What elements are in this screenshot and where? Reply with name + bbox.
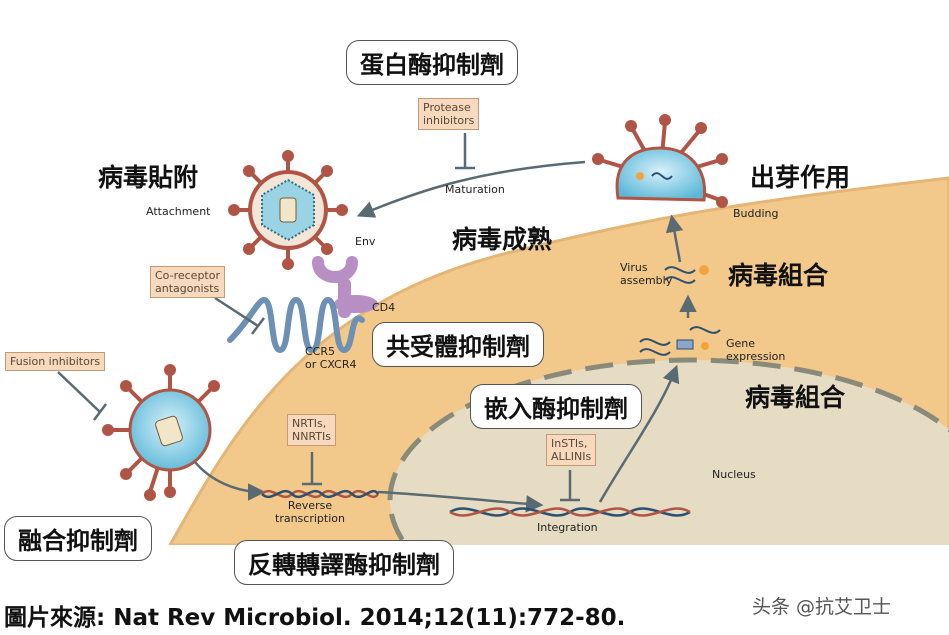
label-attachment: Attachment (146, 205, 211, 218)
virus-budding (592, 114, 728, 208)
virus-attachment (228, 150, 348, 270)
ccr5-coreceptor (227, 296, 365, 354)
callout-coreceptor-inhibitor: 共受體抑制劑 (372, 322, 544, 367)
drug-nrti-nnrti: NRTIs, NNRTIs (287, 414, 336, 447)
label-maturation: Maturation (445, 183, 505, 196)
drug-coreceptor-antagonists: Co-receptor antagonists (150, 266, 225, 299)
flow-arrows (194, 160, 697, 513)
virus-fusion (102, 364, 220, 501)
stage-attachment: 病毒貼附 (98, 163, 199, 192)
stage-assembly-2: 病毒組合 (745, 383, 846, 412)
stage-maturation: 病毒成熟 (452, 225, 553, 254)
assembly-protein (699, 265, 709, 275)
callout-rt-inhibitor: 反轉轉譯酶抑制劑 (234, 540, 454, 585)
watermark: 头条 @抗艾卫士 (752, 596, 892, 618)
rna-strands (639, 266, 721, 356)
label-ccr5: CCR5 or CXCR4 (305, 345, 357, 371)
rt-helix (261, 489, 380, 499)
drug-protease-inhibitors: Protease inhibitors (418, 98, 480, 131)
stage-assembly: 病毒組合 (728, 261, 829, 290)
label-cd4: CD4 (372, 301, 396, 314)
label-virus-assembly: Virus assembly (620, 261, 673, 287)
callout-integrase-inhibitor: 嵌入酶抑制劑 (470, 384, 642, 429)
label-budding: Budding (733, 207, 779, 220)
callout-fusion-inhibitor: 融合抑制劑 (4, 516, 152, 561)
integration-helix (449, 507, 691, 517)
source-caption: 圖片來源: Nat Rev Microbiol. 2014;12(11):772… (4, 605, 626, 631)
label-nucleus: Nucleus (712, 468, 756, 481)
callout-protease-inhibitor: 蛋白酶抑制劑 (346, 40, 518, 85)
label-integration: Integration (537, 521, 598, 534)
drug-insti-allini: InSTIs, ALLINIs (546, 434, 597, 467)
label-reverse-transcription: Reverse transcription (275, 499, 345, 525)
gene-block (676, 339, 694, 350)
drug-fusion-inhibitors: Fusion inhibitors (5, 352, 106, 372)
inhibitor-lines (57, 133, 580, 502)
label-gene-expression: Gene expression (726, 337, 786, 363)
gene-protein (701, 342, 709, 350)
label-env: Env (355, 235, 376, 248)
cd4-receptor (312, 256, 378, 318)
stage-budding: 出芽作用 (750, 163, 851, 192)
